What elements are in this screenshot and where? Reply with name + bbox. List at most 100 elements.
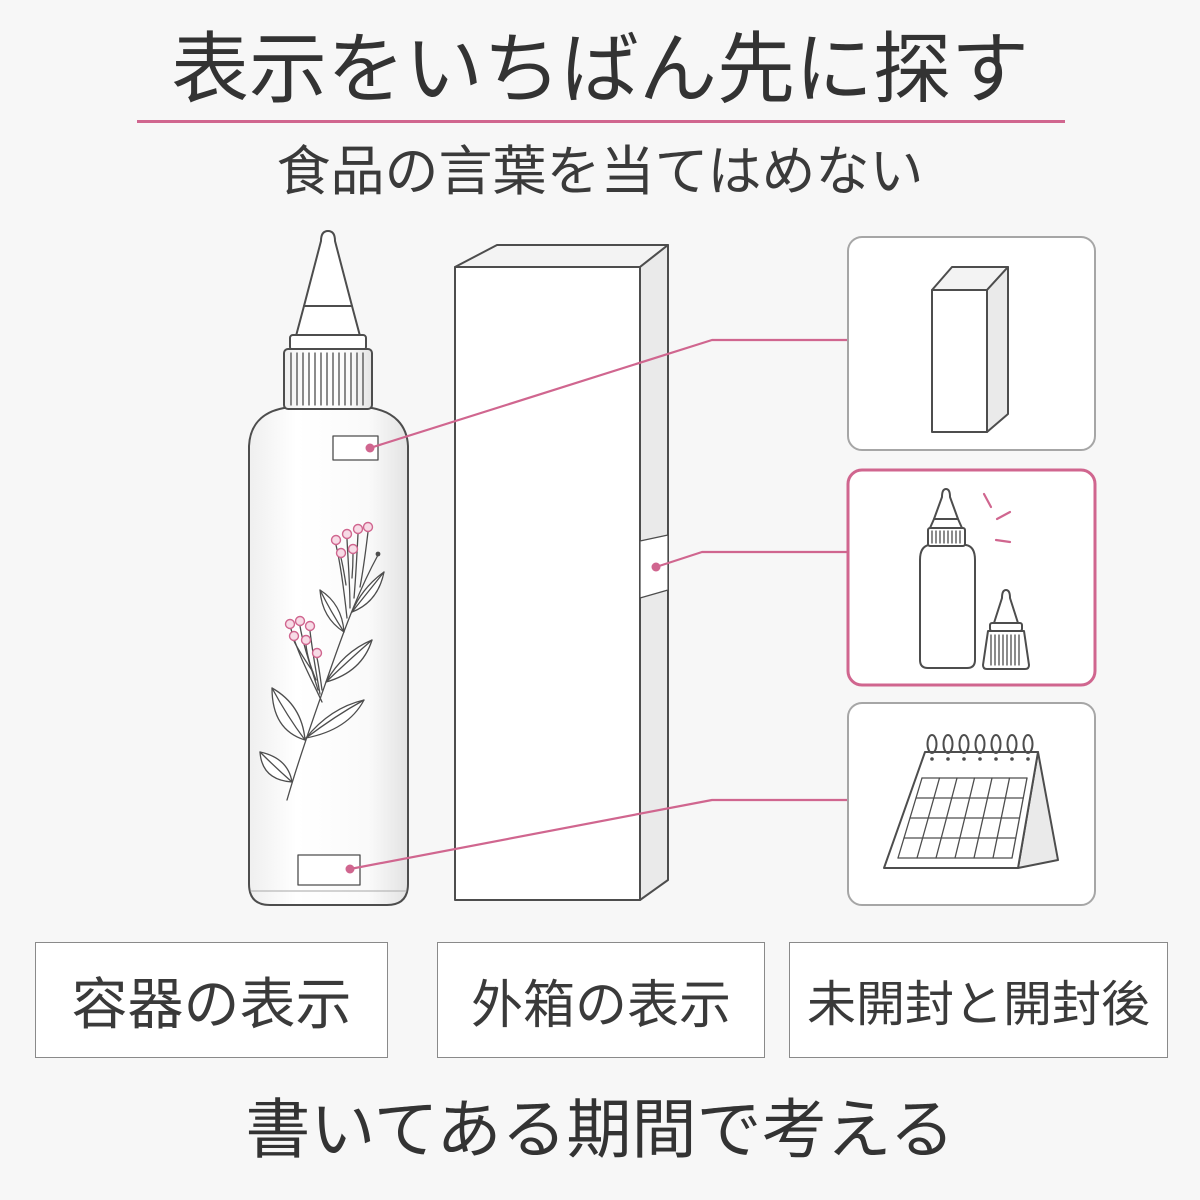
box-top-face (454, 244, 669, 268)
calendar-ring-hole (1026, 757, 1030, 761)
bud-stem (316, 657, 323, 691)
bottle-with-nozzle-icon (248, 230, 409, 906)
small-bottle-cap-ribs (931, 530, 961, 544)
emphasis-mark (994, 538, 1012, 544)
bottle-and-cap-icon (919, 488, 1030, 670)
calendar-grid-column-line (935, 777, 958, 859)
calendar-ring-hole (994, 757, 998, 761)
leaf-midrib (351, 571, 385, 613)
small-bottle-icon (919, 488, 976, 669)
outer-box-icon (454, 244, 669, 901)
pink-dot-marker (345, 864, 355, 874)
calendar-grid-column-line (973, 777, 993, 859)
emphasis-mark (982, 492, 993, 509)
bottle-nozzle-collar (295, 305, 361, 337)
box-icon (931, 266, 1009, 433)
flower-bud (352, 523, 364, 535)
removed-cap-nozzle (993, 589, 1019, 624)
conclusion-text: 書いてある期間で考える (245, 1093, 955, 1168)
bud-stem (340, 557, 347, 586)
calendar-rings (926, 734, 1034, 761)
bud-stem (293, 640, 314, 673)
removed-cap-base (982, 630, 1030, 670)
leaf-midrib (319, 589, 345, 633)
floral-decoration (259, 521, 385, 801)
flower-bud (294, 615, 306, 627)
bottle-bottom-label (297, 854, 361, 886)
flower-bud (341, 528, 353, 540)
connector-line-box-label (654, 550, 850, 569)
page-subtitle: 食品の言葉を当てはめない (276, 140, 924, 203)
connector-line-top-label (368, 338, 850, 450)
calendar-grid-column-line (992, 777, 1011, 859)
stem-tip (375, 551, 381, 557)
calendar-ring (990, 734, 1002, 754)
calendar-grid (897, 777, 1028, 859)
removed-cap-icon (982, 589, 1030, 670)
bottle-cap (283, 348, 373, 410)
pink-dot-marker (651, 562, 661, 572)
calendar-grid-column-line (1011, 777, 1028, 859)
bottle-body (248, 407, 409, 906)
flower-bud (288, 630, 300, 642)
calendar-ring-hole (978, 757, 982, 761)
small-bottle-nozzle (933, 488, 959, 520)
connector-lines (345, 338, 850, 874)
label-outer-box-text: 外箱の表示 (470, 975, 731, 1036)
calendar-ring-hole (946, 757, 950, 761)
calendar-grid-column-line (954, 777, 976, 859)
calendar-ring-hole (962, 757, 966, 761)
bud-stem (351, 553, 354, 579)
leaf-midrib (305, 699, 365, 739)
emphasis-marks (982, 492, 1012, 544)
bottle-cap-rim (289, 334, 367, 351)
calendar-grid-column-line (897, 777, 923, 859)
calendar-grid-column-line (916, 777, 941, 859)
calendar-ring (1022, 734, 1034, 754)
flower-bud (284, 618, 296, 630)
calendar-ring (958, 734, 970, 754)
bud-stem (305, 644, 317, 681)
bud-stem (353, 533, 359, 599)
flower-bud (300, 634, 312, 646)
flower-buds (284, 521, 381, 659)
label-container-text: 容器の表示 (71, 972, 352, 1038)
small-bottle-collar (929, 518, 963, 529)
desk-calendar-icon (883, 734, 1059, 869)
main-stem (286, 554, 379, 801)
calendar-ring-hole (930, 757, 934, 761)
calendar-ring (926, 734, 938, 754)
flower-bud (311, 647, 323, 659)
title-underline (137, 120, 1065, 123)
bottle-cap-ribs (290, 352, 364, 406)
small-bottle-body (919, 544, 976, 669)
label-box-unopened-opened: 未開封と開封後 (789, 942, 1168, 1058)
leaf-midrib (259, 751, 293, 783)
flower-bud (347, 543, 359, 555)
connector-line-bottom-label (348, 798, 850, 871)
emphasis-mark (995, 510, 1012, 521)
flower-bud (330, 534, 342, 546)
calendar-ring (974, 734, 986, 754)
removed-cap-rim (989, 622, 1023, 632)
flower-bud (304, 620, 316, 632)
floral-leaves (259, 571, 385, 783)
removed-cap-ribs (990, 634, 1020, 666)
bottle-nozzle (303, 230, 353, 307)
bud-stem (346, 538, 351, 609)
box-icon-front (931, 289, 988, 433)
label-unopened-opened-text: 未開封と開封後 (806, 975, 1150, 1033)
leaf-midrib (325, 639, 373, 683)
flower-bud (335, 547, 347, 559)
leaf-midrib (271, 687, 306, 741)
box-icon-side (986, 266, 1009, 433)
page-title: 表示をいちばん先に探す (170, 25, 1029, 115)
flower-bud (362, 521, 374, 533)
calendar-ring-hole (1010, 757, 1014, 761)
calendar-ring (942, 734, 954, 754)
box-front-face (454, 266, 641, 901)
calendar-ring (1006, 734, 1018, 754)
bud-stem (359, 531, 369, 588)
pink-dot-marker (365, 443, 375, 453)
